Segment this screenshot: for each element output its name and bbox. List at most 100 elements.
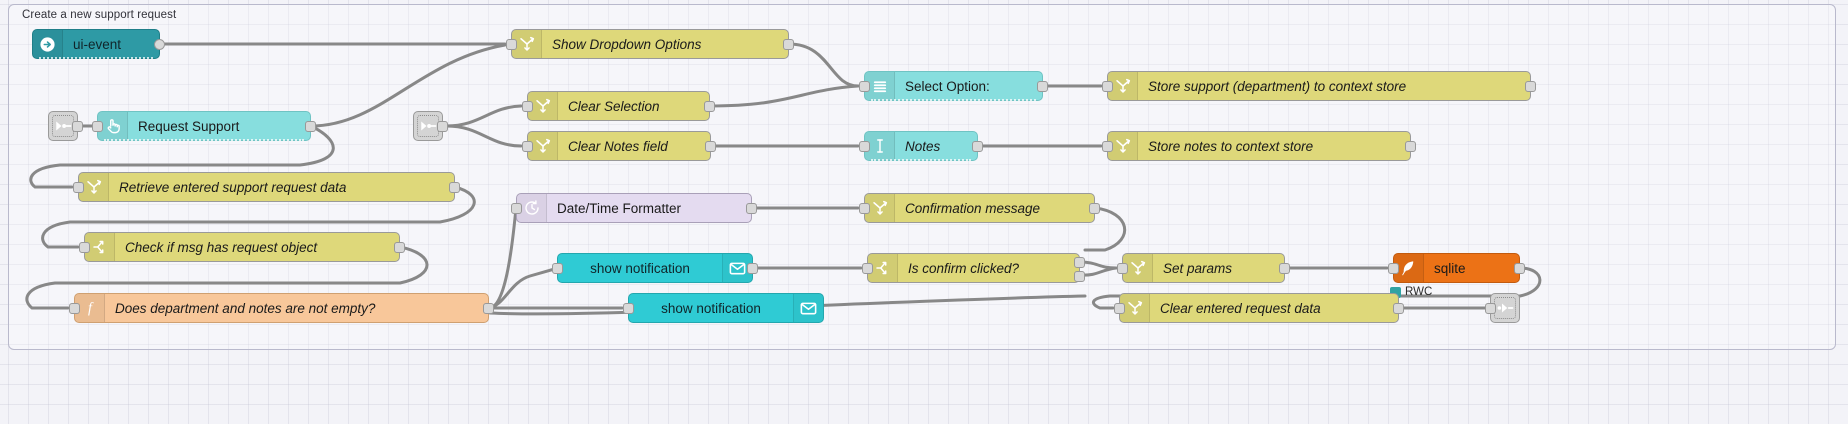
output-port[interactable] — [1525, 81, 1536, 92]
input-port[interactable] — [92, 121, 103, 132]
node-label: Does department and notes are not empty? — [115, 300, 376, 316]
change-arrows-icon — [528, 92, 558, 120]
output-port[interactable] — [449, 182, 460, 193]
node-label: Notes — [905, 138, 941, 154]
output-port[interactable] — [746, 203, 757, 214]
output-port[interactable] — [483, 303, 494, 314]
output-port[interactable] — [1514, 263, 1525, 274]
node-sqlite[interactable]: sqlite — [1388, 253, 1525, 283]
node-show-notification-2[interactable]: show notification — [623, 293, 824, 323]
node-link-in-1[interactable] — [48, 111, 83, 141]
node-store-notes[interactable]: Store notes to context store — [1102, 131, 1416, 161]
node-label: Set params — [1163, 260, 1233, 276]
change-arrows-icon — [1123, 254, 1153, 282]
output-port[interactable] — [305, 121, 316, 132]
node-link-out-1[interactable] — [1485, 293, 1520, 323]
input-port[interactable] — [552, 263, 563, 274]
output-port[interactable] — [154, 39, 165, 50]
change-arrows-icon — [865, 194, 895, 222]
input-port[interactable] — [506, 39, 517, 50]
node-label: sqlite — [1434, 260, 1466, 276]
output-port-2[interactable] — [1074, 271, 1085, 282]
output-port[interactable] — [783, 39, 794, 50]
change-arrows-icon — [1120, 294, 1150, 322]
node-clear-notes-field[interactable]: Clear Notes field — [522, 131, 716, 161]
input-port[interactable] — [522, 141, 533, 152]
change-arrows-icon — [79, 173, 109, 201]
output-port[interactable] — [747, 263, 758, 274]
node-datetime-formatter[interactable]: Date/Time Formatter — [511, 193, 757, 223]
input-port[interactable] — [69, 303, 80, 314]
input-port[interactable] — [859, 203, 870, 214]
output-port[interactable] — [72, 121, 83, 132]
node-store-support-department[interactable]: Store support (department) to context st… — [1102, 71, 1536, 101]
node-label: ui-event — [73, 36, 122, 52]
status-text: RWC — [1405, 286, 1433, 298]
node-set-params[interactable]: Set params — [1117, 253, 1290, 283]
node-select-option[interactable]: Select Option: — [859, 71, 1048, 101]
node-ui-event[interactable]: ui-event — [32, 29, 165, 59]
input-port[interactable] — [1102, 81, 1113, 92]
node-show-dropdown-options[interactable]: Show Dropdown Options — [506, 29, 794, 59]
output-port[interactable] — [394, 242, 405, 253]
output-port[interactable] — [704, 101, 715, 112]
node-label: show notification — [661, 300, 761, 316]
node-clear-entered-request-data[interactable]: Clear entered request data — [1114, 293, 1404, 323]
node-label: Retrieve entered support request data — [119, 179, 347, 195]
input-port[interactable] — [623, 303, 634, 314]
input-port[interactable] — [1114, 303, 1125, 314]
output-port[interactable] — [437, 121, 448, 132]
input-port[interactable] — [859, 141, 870, 152]
node-request-support[interactable]: Request Support — [92, 111, 316, 141]
node-label: Select Option: — [905, 78, 990, 94]
node-label: Show Dropdown Options — [552, 36, 702, 52]
node-label: Clear entered request data — [1160, 300, 1321, 316]
sqlite-status-badge: RWC — [1390, 286, 1432, 298]
arrow-right-circle-icon — [33, 30, 63, 58]
node-notes[interactable]: Notes — [859, 131, 983, 161]
output-port[interactable] — [1405, 141, 1416, 152]
output-port[interactable] — [705, 141, 716, 152]
envelope-icon — [793, 294, 823, 322]
link-in-icon — [56, 121, 72, 131]
node-label: Confirmation message — [905, 200, 1041, 216]
node-is-confirm-clicked[interactable]: Is confirm clicked? — [862, 253, 1085, 283]
svg-text:f: f — [88, 301, 94, 317]
output-port[interactable] — [1089, 203, 1100, 214]
input-port[interactable] — [522, 101, 533, 112]
input-port[interactable] — [79, 242, 90, 253]
node-check-msg-request-object[interactable]: Check if msg has request object — [79, 232, 405, 262]
change-arrows-icon — [1108, 72, 1138, 100]
output-port-1[interactable] — [1074, 257, 1085, 268]
output-port[interactable] — [1393, 303, 1404, 314]
node-retrieve-entered-data[interactable]: Retrieve entered support request data — [73, 172, 460, 202]
input-port[interactable] — [859, 81, 870, 92]
input-port[interactable] — [1117, 263, 1128, 274]
input-port[interactable] — [1102, 141, 1113, 152]
input-port[interactable] — [1485, 303, 1496, 314]
node-link-in-2[interactable] — [413, 111, 448, 141]
node-show-notification-1[interactable]: show notification — [552, 253, 758, 283]
input-port[interactable] — [511, 203, 522, 214]
input-port[interactable] — [1388, 263, 1399, 274]
node-label: Clear Notes field — [568, 138, 668, 154]
input-port[interactable] — [73, 182, 84, 193]
node-label: Check if msg has request object — [125, 239, 318, 255]
dropdown-list-icon — [865, 72, 895, 100]
link-in-icon — [421, 121, 437, 131]
clock-icon — [517, 194, 547, 222]
link-out-icon — [1497, 303, 1514, 313]
output-port[interactable] — [1037, 81, 1048, 92]
pointer-hand-icon — [98, 112, 128, 140]
input-port[interactable] — [862, 263, 873, 274]
status-dot-icon — [1390, 286, 1401, 298]
node-label: Clear Selection — [568, 98, 660, 114]
output-port[interactable] — [1279, 263, 1290, 274]
node-does-department-and-notes-not-empty[interactable]: f Does department and notes are not empt… — [69, 293, 494, 323]
output-port[interactable] — [972, 141, 983, 152]
node-confirmation-message[interactable]: Confirmation message — [859, 193, 1100, 223]
node-clear-selection[interactable]: Clear Selection — [522, 91, 715, 121]
node-label: Is confirm clicked? — [908, 260, 1020, 276]
switch-branch-icon — [868, 254, 898, 282]
